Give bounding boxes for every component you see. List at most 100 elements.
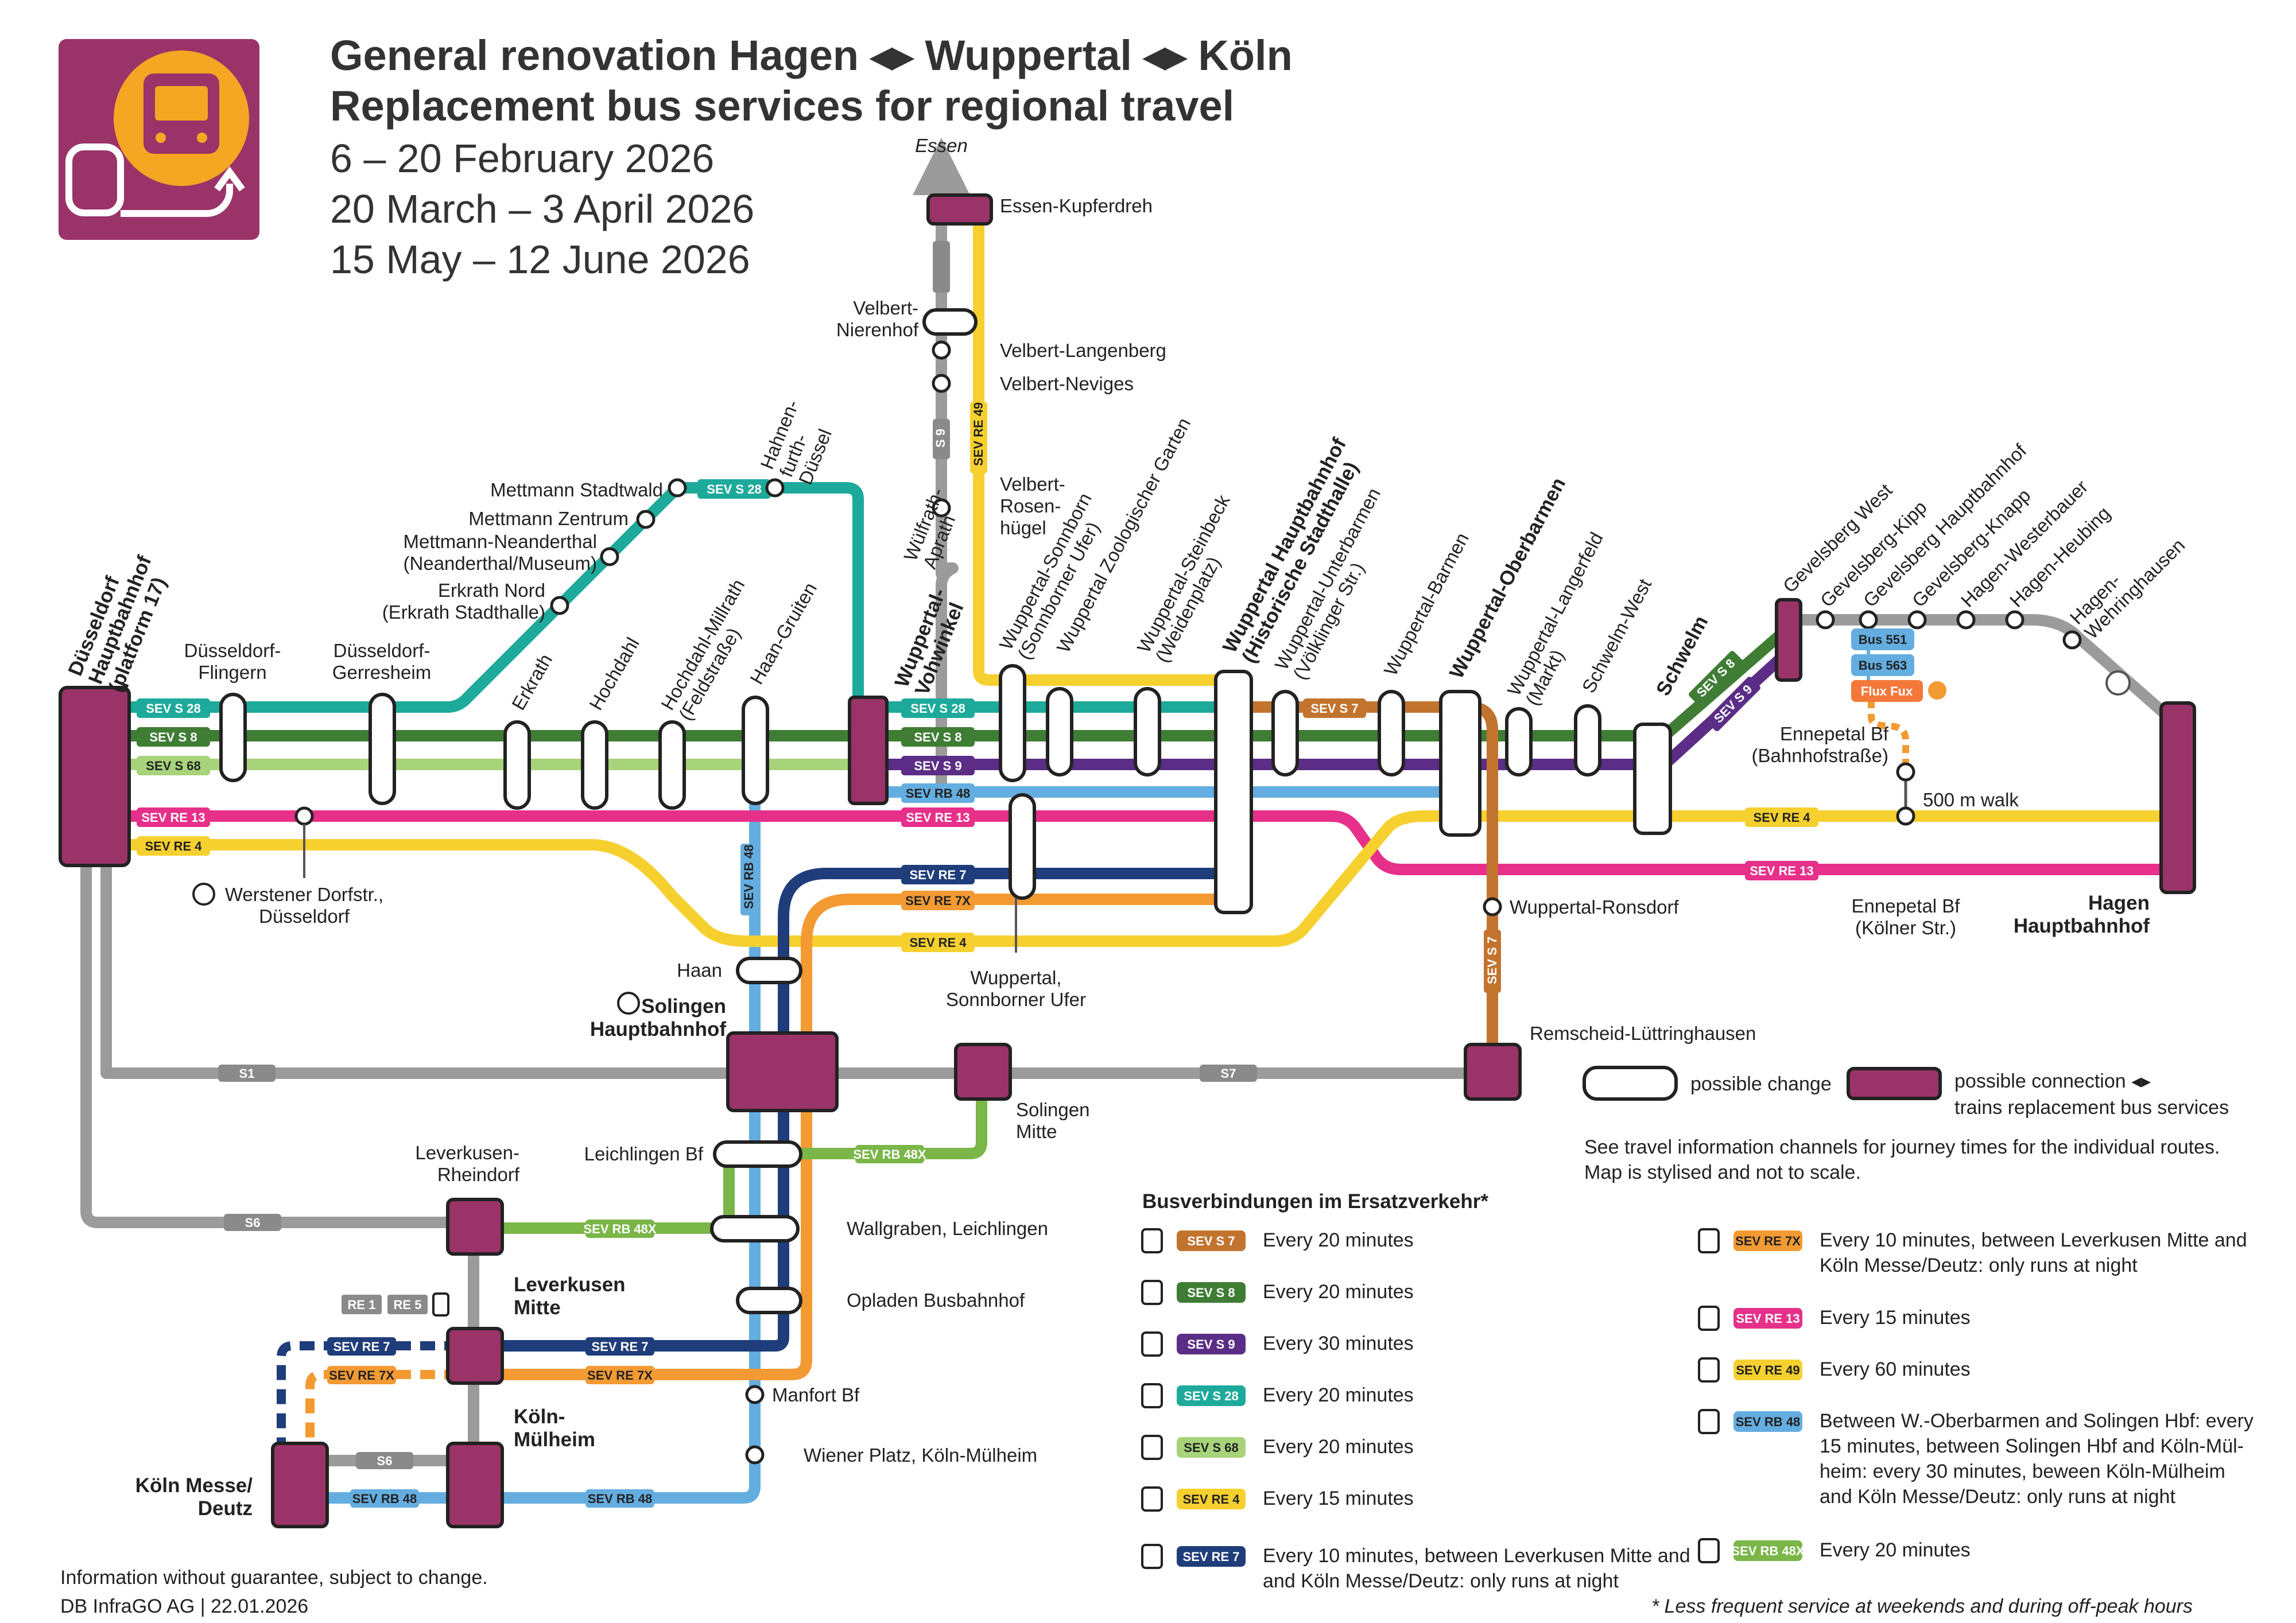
- stop-sonnborner-ufer[interactable]: [1009, 793, 1036, 900]
- stop-neanderthal[interactable]: [600, 547, 619, 566]
- legend-travel-info-2: Map is stylised and not to scale.: [1584, 1162, 1861, 1183]
- stop-wuppertal-hbf[interactable]: [1214, 670, 1253, 914]
- label-sonnborner-ufer-2: Sonnborner Ufer: [946, 989, 1086, 1010]
- bus-563-badge: [1851, 654, 1914, 676]
- stop-velbert-nierenhof[interactable]: [922, 308, 978, 336]
- hub-gevelsberg-west[interactable]: [1775, 598, 1802, 682]
- hub-hagen-hbf[interactable]: [2159, 701, 2196, 894]
- bus-entry-text: Köln Messe/Deutz: only runs at night: [1820, 1255, 2138, 1276]
- stop-heubing[interactable]: [2005, 610, 2024, 630]
- stop-millrath[interactable]: [658, 720, 686, 810]
- hub-solingen-hbf[interactable]: [726, 1031, 839, 1112]
- label-ennepetal-bahnhof-1: Ennepetal Bf: [1780, 723, 1889, 744]
- stop-opladen[interactable]: [736, 1287, 802, 1314]
- label-sev-s28-east: SEV S 28: [910, 701, 965, 716]
- stop-unterbarmen[interactable]: [1271, 690, 1299, 776]
- legend-possible-change: possible change: [1690, 1073, 1832, 1095]
- stop-steinbeck[interactable]: [1134, 687, 1161, 776]
- title-line-2: Replacement bus services for regional tr…: [330, 82, 1234, 130]
- bus-entry-label: SEV RE 4: [1182, 1492, 1240, 1506]
- stop-wehringhausen[interactable]: [2062, 630, 2082, 650]
- stop-langerfeld[interactable]: [1505, 707, 1533, 776]
- bus-entry-text: Every 10 minutes, between Leverkusen Mit…: [1820, 1229, 2247, 1251]
- hub-solingen-mitte[interactable]: [954, 1043, 1012, 1101]
- label-sev-re7x-leverkusen: SEV RE 7X: [587, 1368, 653, 1383]
- bus-551-label: Bus 551: [1859, 632, 1907, 647]
- label-re1: RE 1: [348, 1298, 376, 1312]
- stop-hochdahl[interactable]: [581, 720, 608, 810]
- stop-velbert-rosenhuegel[interactable]: [932, 498, 951, 518]
- stop-werstener[interactable]: [294, 806, 314, 826]
- stop-ennepetal-koelner[interactable]: [1896, 806, 1915, 826]
- route-sev-re4: [123, 810, 2181, 947]
- bus-entry-badge: [1177, 1437, 1246, 1458]
- label-haan-gruiten: Haan-Gruiten: [746, 578, 821, 688]
- bus-entry-badge: [1177, 1489, 1246, 1509]
- bus-entry-text: 15 minutes, between Solingen Hbf and Köl…: [1820, 1435, 2244, 1457]
- stop-gevelsberg-kipp[interactable]: [1816, 610, 1835, 630]
- svg-text:Düsseldorf-Flingern: Düsseldorf-Flingern: [184, 640, 281, 683]
- stop-schwelm[interactable]: [1633, 723, 1672, 835]
- stop-hahnenfurth[interactable]: [765, 478, 785, 498]
- label-ennepetal-koelner-2: (Kölner Str.): [1855, 917, 1956, 938]
- stop-velbert-langenberg[interactable]: [932, 340, 951, 360]
- label-manfort: Manfort Bf: [772, 1384, 860, 1405]
- hub-essen-kupferdreh[interactable]: [926, 193, 993, 226]
- stop-haan-gruiten[interactable]: [742, 696, 769, 805]
- bus-entry-text: heim: every 30 minutes, beween Köln-Mülh…: [1820, 1461, 2225, 1482]
- bus-entry-text: Every 60 minutes: [1820, 1358, 1971, 1380]
- label-velbert-langenberg: Velbert-Langenberg: [1000, 340, 1166, 361]
- stop-velbert-neviges[interactable]: [932, 374, 951, 393]
- hub-remscheid[interactable]: [1464, 1043, 1522, 1101]
- hub-leverkusen-rheindorf[interactable]: [446, 1198, 504, 1256]
- stop-oberbarmen[interactable]: [1439, 690, 1481, 837]
- label-sev-rb48-east: SEV RB 48: [906, 786, 971, 801]
- stop-sonnborn[interactable]: [999, 664, 1026, 782]
- hub-leverkusen-mitte[interactable]: [446, 1327, 504, 1385]
- label-s6-deutz: S6: [377, 1454, 393, 1468]
- svg-text:Köln-Mülheim: Köln-Mülheim: [514, 1405, 595, 1451]
- label-velbert-nierenhof-2: Nierenhof: [836, 319, 919, 340]
- bus-icon: [1698, 1357, 1720, 1383]
- label-essen-kupferdreh: Essen-Kupferdreh: [1000, 195, 1153, 216]
- stop-zoo[interactable]: [1046, 687, 1073, 776]
- stop-wallgraben[interactable]: [710, 1215, 800, 1243]
- label-sev-re7-east: SEV RE 7: [909, 868, 966, 882]
- bus-entry-label: SEV RE 7: [1182, 1550, 1239, 1564]
- label-re49: RE 49: [692, 1405, 707, 1440]
- stop-mettmann-stadtwald[interactable]: [668, 478, 687, 498]
- stop-schwelm-west[interactable]: [1574, 704, 1601, 776]
- stop-haan[interactable]: [736, 957, 802, 984]
- stop-mettmann-zentrum[interactable]: [636, 510, 656, 529]
- flux-fux-badge: [1851, 680, 1923, 702]
- bus-icon: [1141, 1383, 1163, 1408]
- route-sev-re13: [123, 810, 2181, 875]
- stop-flingern[interactable]: [219, 693, 247, 782]
- stop-manfort[interactable]: [745, 1385, 765, 1404]
- svg-text:Düsseldorf Hauptbahnhof: Düsseldorf Hauptbahnhof (platform 17): [64, 539, 178, 695]
- stop-leichlingen[interactable]: [713, 1140, 802, 1168]
- stop-westerbauer[interactable]: [1956, 610, 1976, 630]
- stop-ennepetal-bahnhof[interactable]: [1896, 762, 1915, 782]
- stop-erkrath[interactable]: [503, 720, 531, 810]
- bus-entry-badge: [1733, 1411, 1802, 1432]
- hub-duesseldorf-hbf[interactable]: [59, 686, 131, 867]
- stop-gevelsberg-hbf[interactable]: [1859, 610, 1878, 630]
- bus-entry-badge: [1177, 1230, 1246, 1251]
- hub-koeln-muelheim[interactable]: [446, 1442, 504, 1528]
- stop-wiener-platz[interactable]: [745, 1445, 765, 1465]
- stop-barmen[interactable]: [1378, 690, 1405, 776]
- label-sev-re4: SEV RE 4: [145, 839, 202, 853]
- stop-gevelsberg-knapp[interactable]: [1907, 610, 1927, 630]
- stop-ronsdorf[interactable]: [1483, 897, 1502, 917]
- stop-gerresheim[interactable]: [369, 693, 396, 805]
- hub-vohwinkel[interactable]: [848, 696, 889, 805]
- svg-text:Hahnen-furth-Düssel: Hahnen-furth-Düssel: [756, 397, 841, 487]
- hub-koeln-messe-deutz[interactable]: [271, 1442, 329, 1528]
- stop-erkrath-nord[interactable]: [550, 596, 569, 615]
